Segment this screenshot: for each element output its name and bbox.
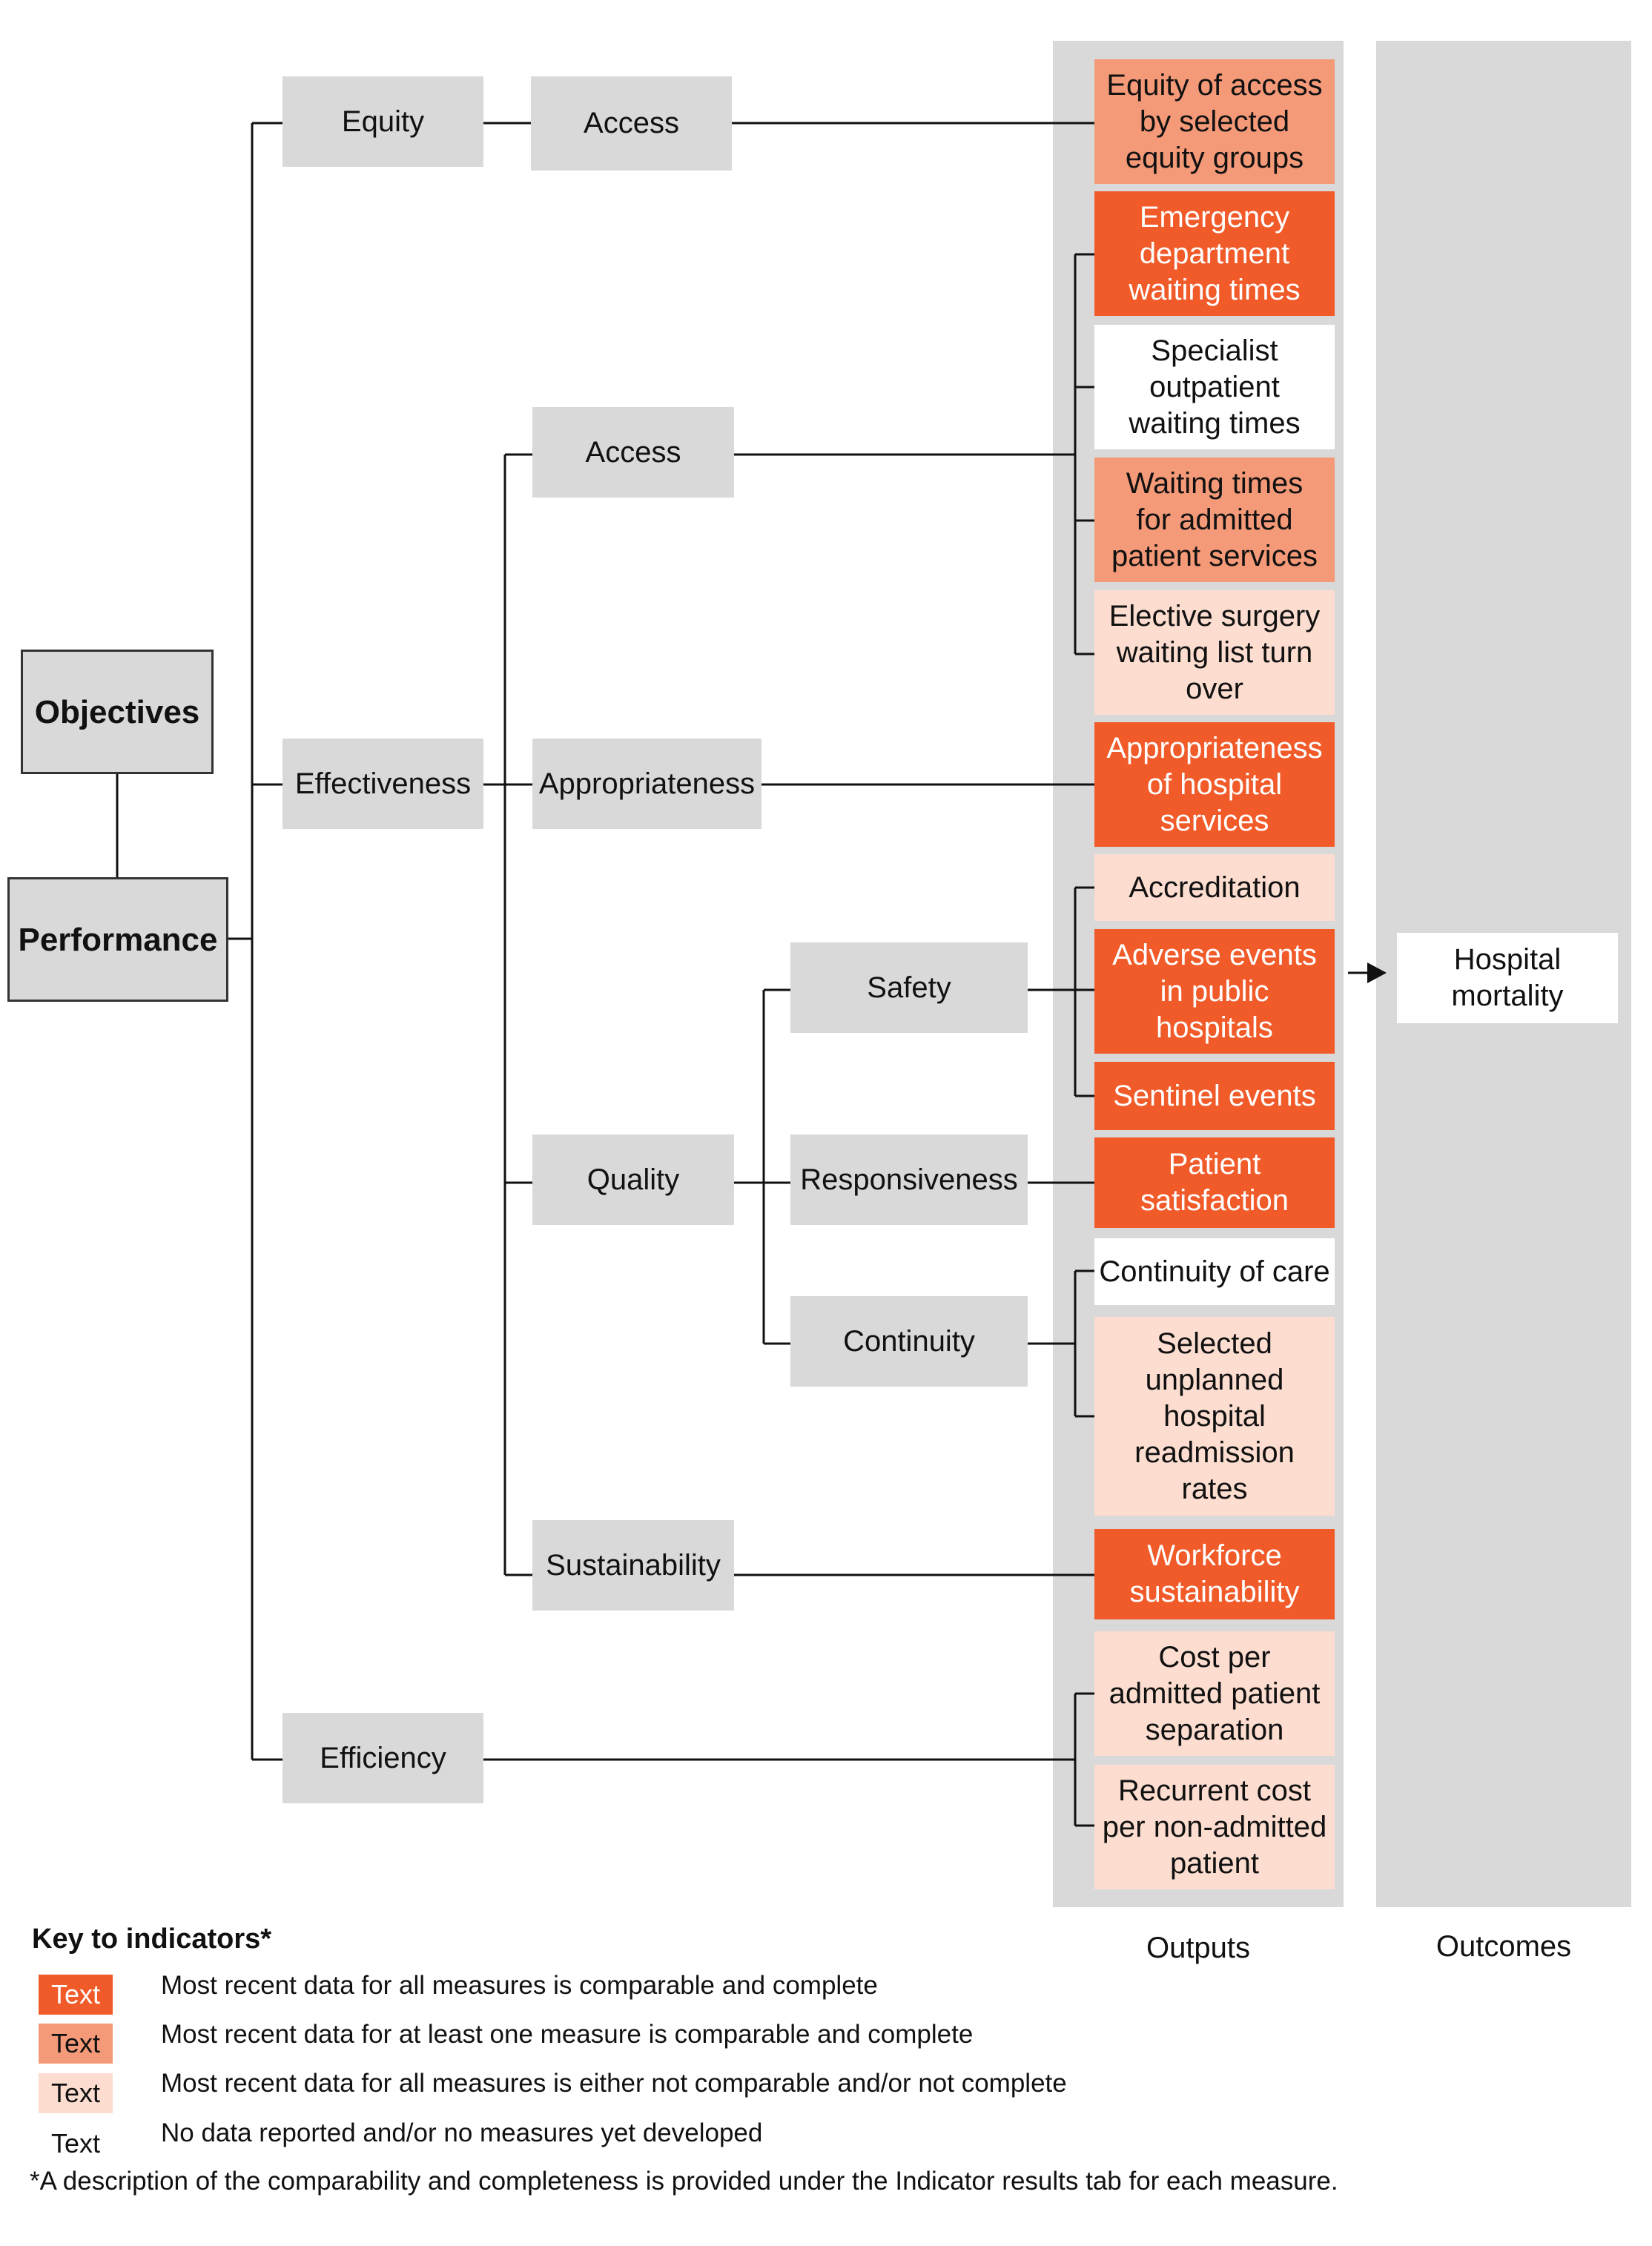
outcomes-label: Outcomes <box>1435 1930 1572 1963</box>
responsiveness-box: Responsiveness <box>790 1134 1028 1225</box>
text-line: readmission <box>1134 1436 1295 1469</box>
effectiveness-box: Effectiveness <box>283 739 483 829</box>
text-line: unplanned <box>1145 1363 1284 1396</box>
text-line: patient services <box>1111 539 1318 572</box>
text-line: department <box>1139 237 1290 270</box>
effectiveness-access-box: Access <box>532 407 734 498</box>
text-line: mortality <box>1451 980 1564 1012</box>
text-line: Specialist <box>1151 334 1278 367</box>
key-swatch-2: Text <box>39 2024 113 2064</box>
key-swatch-4: Text <box>39 2124 113 2164</box>
output-patient-satisfaction: Patient satisfaction <box>1094 1137 1335 1228</box>
text-line: sustainability <box>1129 1576 1300 1608</box>
text-line: Selected <box>1157 1327 1272 1360</box>
text-line: waiting times <box>1129 273 1301 306</box>
key-text-1: Most recent data for all measures is com… <box>161 1971 878 2000</box>
efficiency-box: Efficiency <box>283 1713 483 1803</box>
equity-access-box: Access <box>531 76 732 171</box>
text-line: equity groups <box>1125 141 1304 174</box>
sustainability-box: Sustainability <box>532 1520 734 1611</box>
key-text-4: No data reported and/or no measures yet … <box>161 2118 763 2147</box>
text-line: waiting times <box>1129 406 1301 440</box>
text-line: Cost per <box>1158 1640 1271 1674</box>
text-line: satisfaction <box>1140 1184 1289 1217</box>
text-line: patient <box>1169 1846 1260 1880</box>
text-line: Workforce <box>1147 1539 1282 1572</box>
text-line: Accreditation <box>1129 871 1301 904</box>
text-line: hospital <box>1163 1399 1266 1433</box>
key-title: Key to indicators* <box>32 1923 272 1955</box>
footnote: *A description of the comparability and … <box>30 2167 1338 2196</box>
key-swatch-1: Text <box>39 1975 113 2015</box>
text-line: by selected <box>1139 105 1290 138</box>
quality-box: Quality <box>532 1134 734 1225</box>
key-text-3: Most recent data for all measures is eit… <box>161 2069 1067 2098</box>
text-line: of hospital <box>1146 767 1283 801</box>
output-sentinel-events: Sentinel events <box>1094 1062 1335 1130</box>
output-continuity-of-care: Continuity of care <box>1094 1238 1335 1305</box>
text-line: Equity of access <box>1106 68 1323 102</box>
text-line: Emergency <box>1139 200 1290 234</box>
appropriateness-box: Appropriateness <box>532 739 761 829</box>
text-line: admitted patient <box>1109 1677 1321 1710</box>
text-line: outpatient <box>1149 370 1280 403</box>
performance-box: Performance <box>7 877 228 1002</box>
outcome-hospital-mortality: Hospital mortality <box>1397 933 1618 1023</box>
text-line: Continuity of care <box>1099 1255 1330 1288</box>
equity-box: Equity <box>283 76 483 167</box>
output-accreditation: Accreditation <box>1094 854 1335 921</box>
text-line: services <box>1160 804 1269 837</box>
text-line: Elective surgery <box>1109 599 1321 632</box>
output-workforce-sustainability: Workforce sustainability <box>1094 1529 1335 1619</box>
text-line: Waiting times <box>1126 466 1304 500</box>
text-line: Appropriateness <box>1106 731 1323 764</box>
key-text-2: Most recent data for at least one measur… <box>161 2020 974 2049</box>
text-line: for admitted <box>1136 503 1293 536</box>
continuity-box: Continuity <box>790 1296 1028 1387</box>
text-line: Patient <box>1168 1148 1261 1180</box>
text-line: Adverse events <box>1112 938 1317 971</box>
text-line: separation <box>1145 1713 1284 1746</box>
text-line: over <box>1186 672 1243 705</box>
text-line: rates <box>1181 1472 1248 1505</box>
text-line: Sentinel events <box>1113 1079 1316 1112</box>
text-line: hospitals <box>1156 1011 1273 1044</box>
key-swatch-3: Text <box>39 2073 113 2113</box>
text-line: waiting list turn <box>1116 635 1313 669</box>
text-line: Hospital <box>1453 943 1562 976</box>
text-line: in public <box>1160 974 1269 1008</box>
objectives-box: Objectives <box>21 650 214 774</box>
text-line: per non-admitted <box>1102 1810 1327 1843</box>
text-line: Recurrent cost <box>1117 1774 1312 1807</box>
arrow-head <box>1367 962 1387 983</box>
safety-box: Safety <box>790 942 1028 1033</box>
outputs-label: Outputs <box>1146 1932 1251 1964</box>
